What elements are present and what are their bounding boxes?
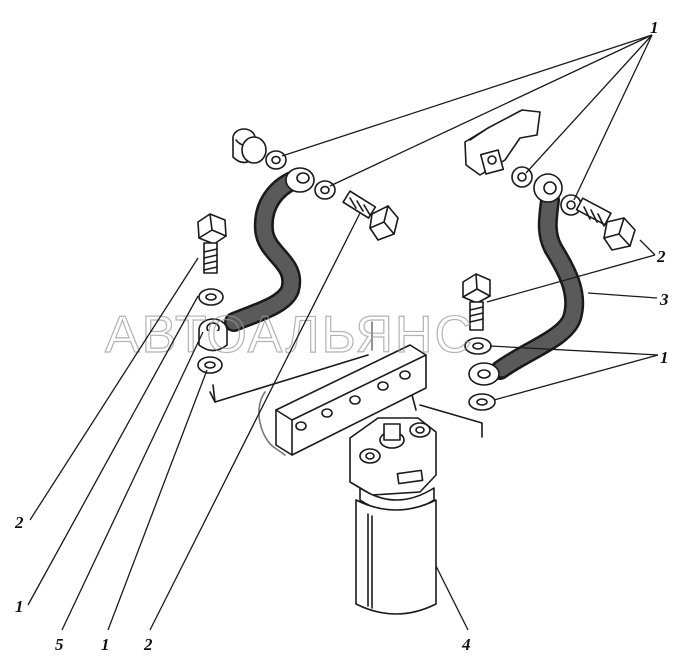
bolt-right: [575, 197, 636, 251]
watermark-text: АВТОАЛЬЯНС: [105, 306, 474, 364]
callout-5: 5: [55, 635, 64, 654]
callout-1-right: 1: [660, 348, 669, 367]
callouts: 1 2 3 1 2 1 5 1 2 4: [14, 18, 669, 654]
washer-left-c: [198, 288, 224, 306]
callout-1-bottom-left: 1: [15, 597, 24, 616]
callout-1-top: 1: [650, 18, 659, 37]
callout-2-right: 2: [656, 247, 666, 266]
bolt-center: [342, 190, 399, 241]
callout-2-left: 2: [14, 513, 24, 532]
banjo-fitting-left: [198, 318, 228, 352]
washer-left-a: [265, 150, 287, 170]
washer-left-b: [314, 180, 336, 200]
washer-right-b: [560, 194, 582, 216]
callout-1-bottom: 1: [101, 635, 110, 654]
mounting-plate: [275, 344, 427, 456]
callout-2-bottom: 2: [143, 635, 153, 654]
assembly-centerlines: [209, 354, 483, 438]
right-oil-pipe: [468, 173, 585, 386]
support-outline: [258, 321, 373, 456]
callout-3: 3: [659, 290, 669, 309]
spacer-bushing: [232, 128, 267, 164]
leader-lines: [27, 34, 659, 631]
mounting-bracket: [464, 109, 541, 176]
left-oil-pipe: [224, 167, 315, 332]
callout-4: 4: [461, 635, 471, 654]
washer-left-d: [197, 356, 223, 374]
washer-right-c: [464, 337, 492, 355]
bolt-left-top: [197, 213, 227, 274]
bolt-right-vertical: [462, 273, 491, 331]
washer-right-d: [468, 393, 496, 411]
oil-filter: [349, 417, 437, 615]
